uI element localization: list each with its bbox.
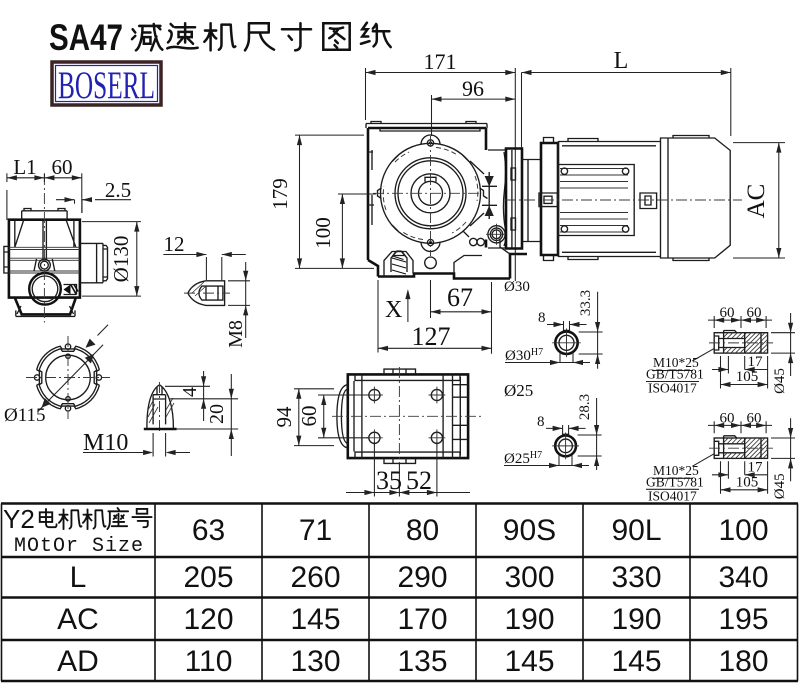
svg-text:AD: AD: [57, 645, 99, 678]
svg-text:300: 300: [504, 561, 554, 594]
svg-text:33.3: 33.3: [578, 290, 594, 316]
svg-text:96: 96: [462, 76, 484, 101]
svg-text:260: 260: [290, 561, 340, 594]
svg-text:Ø130: Ø130: [109, 236, 133, 283]
svg-text:28.3: 28.3: [577, 394, 593, 420]
svg-text:60: 60: [52, 155, 73, 179]
svg-text:17: 17: [748, 354, 764, 370]
svg-text:60: 60: [747, 410, 762, 426]
svg-text:105: 105: [736, 369, 759, 385]
svg-text:80: 80: [406, 514, 439, 547]
svg-text:Ø45: Ø45: [772, 473, 788, 499]
svg-text:145: 145: [504, 645, 554, 678]
svg-text:100: 100: [718, 514, 768, 547]
svg-text:ISO4017: ISO4017: [648, 381, 697, 396]
svg-text:145: 145: [611, 645, 661, 678]
svg-text:ISO4017: ISO4017: [648, 488, 697, 503]
svg-text:195: 195: [718, 603, 768, 636]
svg-text:340: 340: [718, 561, 768, 594]
svg-text:8: 8: [538, 310, 546, 326]
svg-text:L1: L1: [13, 155, 36, 179]
svg-text:BOSERL: BOSERL: [58, 64, 155, 107]
svg-text:8: 8: [537, 414, 545, 430]
svg-text:AC: AC: [743, 184, 770, 219]
svg-text:Ø115: Ø115: [4, 405, 46, 426]
svg-text:SA47: SA47: [49, 17, 123, 58]
svg-text:35: 35: [376, 466, 402, 495]
svg-text:145: 145: [290, 603, 340, 636]
svg-text:60: 60: [747, 305, 762, 321]
svg-text:63: 63: [192, 514, 225, 547]
svg-text:120: 120: [183, 603, 233, 636]
svg-text:2.5: 2.5: [105, 178, 131, 202]
svg-text:Y2: Y2: [3, 504, 35, 534]
svg-text:130: 130: [290, 645, 340, 678]
svg-text:330: 330: [611, 561, 661, 594]
svg-text:GB/T5781: GB/T5781: [646, 367, 704, 382]
svg-text:GB/T5781: GB/T5781: [646, 474, 704, 489]
svg-text:20: 20: [206, 404, 228, 424]
svg-text:180: 180: [718, 645, 768, 678]
svg-text:17: 17: [748, 459, 764, 475]
svg-text:100: 100: [311, 217, 335, 249]
svg-text:X: X: [385, 297, 402, 323]
svg-text:AC: AC: [57, 603, 99, 636]
svg-text:105: 105: [736, 474, 759, 490]
svg-text:135: 135: [397, 645, 447, 678]
svg-text:60: 60: [720, 410, 735, 426]
svg-text:67: 67: [447, 283, 473, 312]
svg-text:Ø30: Ø30: [504, 279, 530, 295]
svg-text:52: 52: [406, 466, 432, 495]
svg-text:205: 205: [183, 561, 233, 594]
svg-text:Ø25: Ø25: [504, 381, 533, 400]
svg-text:190: 190: [504, 603, 554, 636]
svg-text:4: 4: [179, 387, 201, 397]
svg-text:290: 290: [397, 561, 447, 594]
svg-text:M10*25: M10*25: [653, 355, 699, 370]
svg-text:60: 60: [720, 305, 735, 321]
svg-text:179: 179: [268, 178, 292, 210]
svg-text:190: 190: [611, 603, 661, 636]
svg-text:110: 110: [185, 645, 233, 678]
svg-text:M10: M10: [83, 430, 128, 456]
svg-text:171: 171: [424, 49, 457, 74]
svg-text:L: L: [70, 561, 87, 594]
svg-text:Ø45: Ø45: [772, 368, 788, 394]
svg-text:71: 71: [299, 514, 332, 547]
svg-text:94: 94: [272, 406, 296, 428]
svg-text:127: 127: [412, 322, 451, 351]
svg-text:L: L: [614, 48, 629, 74]
svg-text:170: 170: [397, 603, 447, 636]
svg-text:90L: 90L: [611, 514, 661, 547]
svg-text:M8: M8: [225, 320, 247, 348]
svg-text:90S: 90S: [503, 514, 556, 547]
svg-text:60: 60: [297, 406, 321, 427]
svg-text:MOtOr Size: MOtOr Size: [14, 535, 144, 558]
svg-text:M10*25: M10*25: [653, 463, 699, 478]
svg-text:12: 12: [164, 232, 185, 256]
